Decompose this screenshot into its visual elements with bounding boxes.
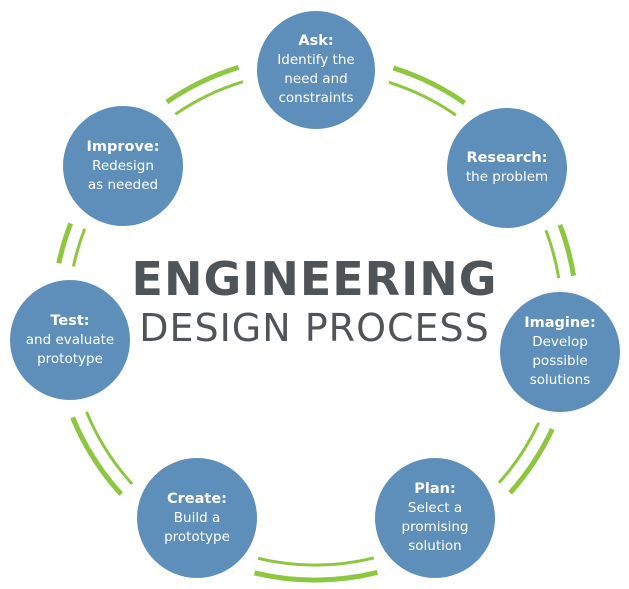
step-ask: Ask: Identify the need and constraints — [257, 11, 375, 129]
arc-inner — [174, 80, 244, 116]
arc-inner — [85, 411, 134, 486]
arc-outer — [56, 222, 74, 264]
step-desc: Identify the need and constraints — [277, 52, 355, 106]
arc-outer — [165, 65, 240, 104]
arc-inner — [388, 80, 457, 117]
step-test: Test: and evaluate prototype — [10, 280, 130, 400]
arc-outer — [253, 570, 378, 583]
arc-outer — [392, 65, 467, 105]
arc-outer — [70, 416, 123, 496]
arc-inner — [71, 228, 87, 267]
arc-outer — [508, 428, 555, 495]
step-desc: the problem — [465, 169, 549, 185]
arc-inner — [497, 422, 541, 484]
step-title: Plan: — [414, 481, 456, 497]
title-engineering: ENGINEERING — [131, 252, 498, 306]
step-title: Improve: — [86, 138, 160, 155]
arc-inner — [544, 229, 561, 279]
step-desc: Build a prototype — [164, 509, 230, 545]
step-research: Research: the problem — [447, 108, 567, 228]
step-desc: and evaluate prototype — [25, 331, 115, 367]
step-desc: Redesign as needed — [87, 157, 159, 193]
step-title: Research: — [466, 150, 548, 166]
arc-inner — [257, 556, 375, 567]
title-design-process: DESIGN PROCESS — [139, 306, 490, 350]
step-title: Ask: — [298, 33, 334, 49]
step-title: Imagine: — [524, 315, 596, 331]
step-desc: Develop possible solutions — [529, 334, 591, 388]
step-imagine: Imagine: Develop possible solutions — [500, 292, 620, 412]
step-plan: Plan: Select a promising solution — [375, 458, 495, 578]
arc-outer — [557, 224, 577, 277]
step-title: Create: — [167, 490, 227, 507]
step-create: Create: Build a prototype — [137, 458, 257, 578]
step-improve: Improve: Redesign as needed — [63, 106, 183, 226]
step-title: Test: — [50, 312, 90, 329]
step-desc: Select a promising solution — [401, 500, 469, 554]
